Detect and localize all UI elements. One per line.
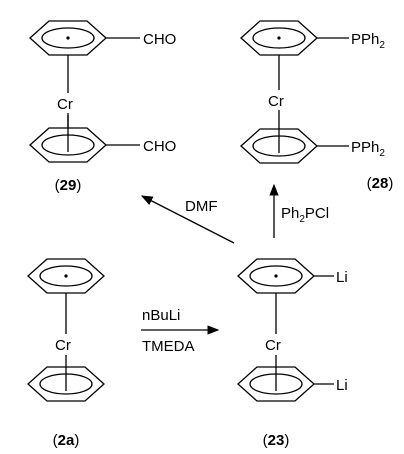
compound-label-23: (23) bbox=[263, 432, 290, 449]
compound-23: Li Cr Li (23) bbox=[237, 258, 348, 449]
reagent-nbuli: nBuLi bbox=[142, 307, 180, 324]
cho-label-bottom: CHO bbox=[143, 138, 176, 155]
reagent-tmeda: TMEDA bbox=[142, 338, 195, 355]
arrow-2a-to-23: nBuLi TMEDA bbox=[141, 307, 220, 355]
compound-28: PPh2 Cr PPh2 (28) bbox=[240, 20, 394, 192]
cho-label-top: CHO bbox=[143, 31, 176, 48]
benzene-ring-top-2a bbox=[27, 258, 105, 294]
li-label-bottom: Li bbox=[336, 377, 348, 394]
compound-label-28: (28) bbox=[367, 175, 394, 192]
benzene-ring-top bbox=[29, 20, 107, 56]
cr-label-28: Cr bbox=[268, 93, 284, 110]
arrow-23-to-29: DMF bbox=[140, 195, 235, 244]
arrow-23-to-28: Ph2PCl bbox=[269, 183, 329, 238]
benzene-ring-top-28 bbox=[240, 20, 318, 56]
cr-label-29: Cr bbox=[57, 96, 73, 113]
li-label-top: Li bbox=[336, 269, 348, 286]
cr-label-2a: Cr bbox=[55, 337, 71, 354]
benzene-ring-top-23 bbox=[237, 258, 315, 294]
compound-2a: Cr (2a) bbox=[27, 258, 105, 449]
reagent-dmf: DMF bbox=[185, 198, 218, 215]
cr-label-23: Cr bbox=[265, 337, 281, 354]
compound-29: CHO Cr CHO (29) bbox=[29, 20, 176, 194]
pph2-label-bottom: PPh2 bbox=[351, 139, 385, 159]
reagent-ph2pcl: Ph2PCl bbox=[281, 205, 329, 225]
compound-label-29: (29) bbox=[55, 177, 82, 194]
pph2-label-top: PPh2 bbox=[351, 31, 385, 51]
compound-label-2a: (2a) bbox=[53, 432, 80, 449]
